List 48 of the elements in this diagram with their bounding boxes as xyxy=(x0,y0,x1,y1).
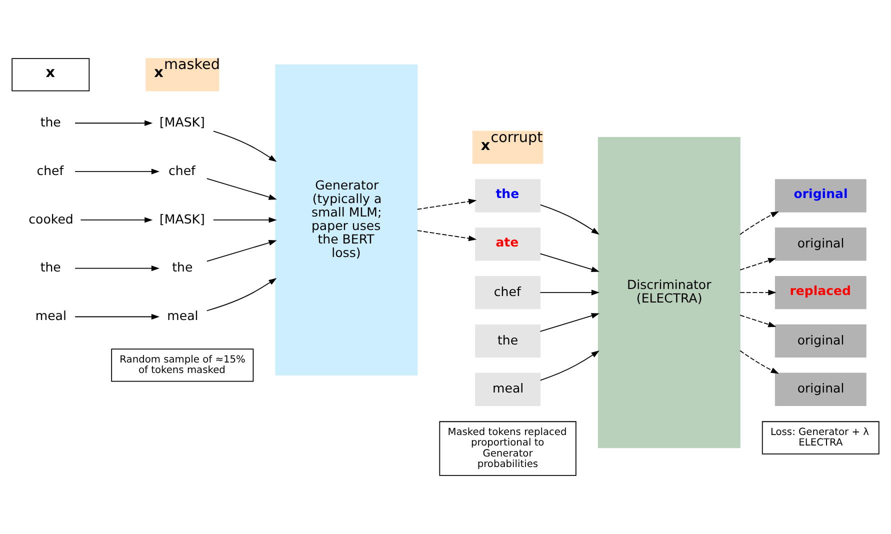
arrow xyxy=(540,313,600,332)
arrow xyxy=(540,204,600,235)
node-box: meal xyxy=(475,372,541,406)
node-box: original xyxy=(774,179,866,212)
node-text: [MASK] xyxy=(160,114,205,130)
arrow xyxy=(540,253,600,272)
arrow xyxy=(540,290,600,296)
node-box: chef xyxy=(475,276,541,310)
arrow xyxy=(74,314,160,320)
node-box: the xyxy=(475,324,541,358)
arrow xyxy=(80,217,153,223)
arrow xyxy=(740,211,779,235)
node-box: Generator (typically a small MLM; paper uses the BERT loss) xyxy=(275,64,418,376)
node-box: ate xyxy=(475,228,541,261)
node-text: cooked xyxy=(28,211,74,226)
arrow xyxy=(74,120,153,126)
arrow xyxy=(74,168,160,174)
arrow xyxy=(416,230,477,242)
node-box: original xyxy=(774,372,866,406)
node-box: x xyxy=(12,58,90,92)
arrow xyxy=(740,314,776,328)
node-text: meal xyxy=(167,308,198,324)
arrow xyxy=(540,350,600,381)
node-text: [MASK] xyxy=(160,211,205,226)
node-box: Random sample of ≈15% of tokens masked xyxy=(111,348,254,382)
node-box: Masked tokens replaced proportional to Generator probabilities xyxy=(439,421,576,476)
node-text: chef xyxy=(168,162,196,178)
arrow xyxy=(213,217,277,223)
arrow xyxy=(206,278,277,312)
node-box: the xyxy=(475,179,541,212)
node-text: meal xyxy=(35,308,66,324)
arrow xyxy=(213,130,277,162)
arrow xyxy=(206,178,277,200)
arrow xyxy=(740,258,776,270)
arrow xyxy=(740,290,776,296)
node-box: replaced xyxy=(774,276,866,310)
node-text: the xyxy=(172,260,193,275)
arrow xyxy=(74,266,160,272)
arrow xyxy=(206,240,277,262)
node-box: Loss: Generator + λ ELECTRA xyxy=(762,421,880,454)
node-text: the xyxy=(40,114,61,130)
node-box: original xyxy=(774,228,866,261)
node-box: Discriminator (ELECTRA) xyxy=(598,137,740,448)
arrow xyxy=(416,198,477,210)
node-text: chef xyxy=(36,162,64,178)
arrow xyxy=(740,350,779,374)
node-box: original xyxy=(774,324,866,358)
node-text: the xyxy=(40,260,61,275)
